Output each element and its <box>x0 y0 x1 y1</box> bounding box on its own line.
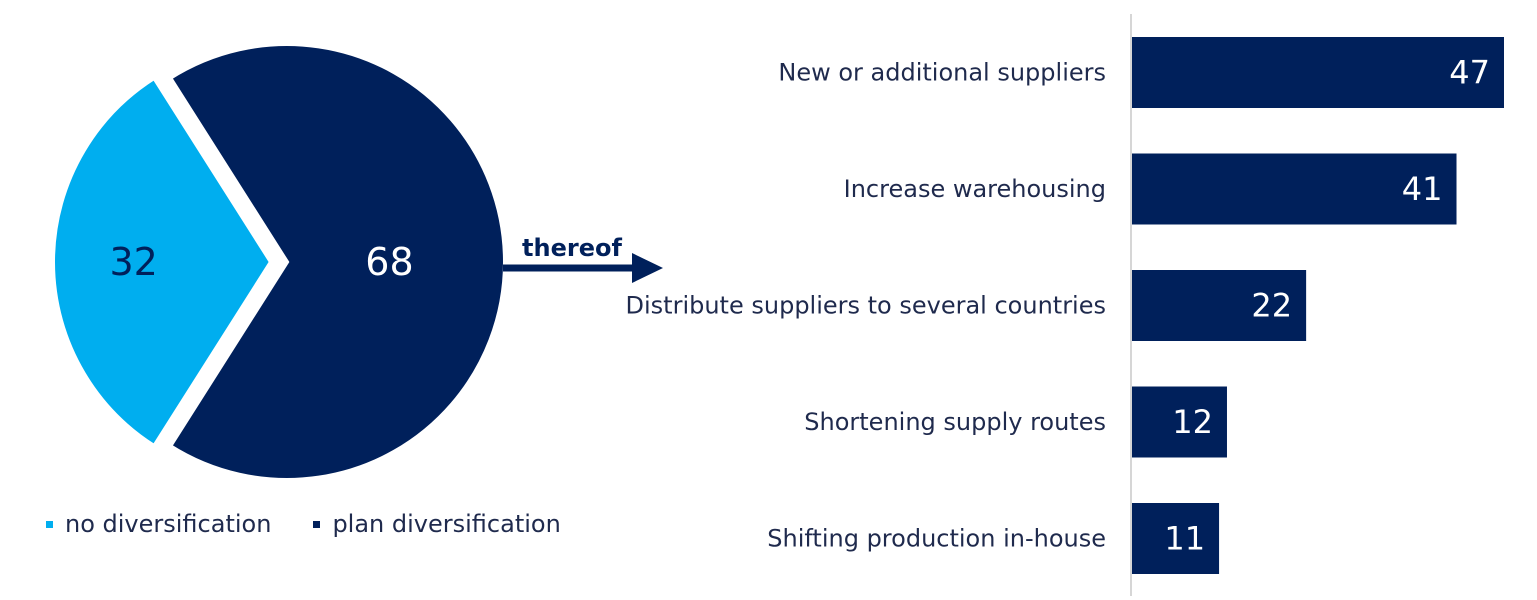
bar-5 <box>1132 503 1220 574</box>
thereof-arrow: thereof <box>503 234 663 283</box>
bar-1 <box>1132 37 1504 108</box>
bar-value-label: 22 <box>1251 287 1292 325</box>
bar-value-label: 11 <box>1164 520 1205 558</box>
pie-chart: 32 68 <box>51 42 507 482</box>
legend-item-plan-diversification: plan diversification <box>313 510 561 538</box>
bar-category-label: Shifting production in-house <box>767 525 1106 553</box>
bar-3 <box>1132 270 1307 341</box>
arrow-label: thereof <box>522 234 622 262</box>
bar-value-label: 41 <box>1402 170 1443 208</box>
bar-category-label: Increase warehousing <box>844 175 1106 203</box>
arrow-head-icon <box>632 253 663 283</box>
bar-category-label: Shortening supply routes <box>804 408 1106 436</box>
legend-label: plan diversification <box>332 510 561 538</box>
pie-legend: no diversification plan diversification <box>46 510 603 538</box>
legend-swatch-dark <box>313 520 321 528</box>
bar-value-label: 47 <box>1449 54 1490 92</box>
pie-slice-value-label: 32 <box>109 240 157 284</box>
pie-slice-value-label: 68 <box>365 240 413 284</box>
legend-label: no diversification <box>65 510 272 538</box>
legend-item-no-diversification: no diversification <box>46 510 271 538</box>
bar-value-label: 12 <box>1172 403 1213 441</box>
bar-chart: 47 New or additional suppliers 41 Increase … <box>626 14 1504 596</box>
bar-2 <box>1132 153 1457 225</box>
bar-category-label: Distribute suppliers to several countrie… <box>626 292 1106 320</box>
pie-slice-plan-diversification <box>167 42 507 482</box>
pie-slice-no-diversification <box>51 75 274 449</box>
bar-4 <box>1132 386 1227 458</box>
legend-swatch-light <box>46 520 53 528</box>
bar-category-label: New or additional suppliers <box>778 59 1106 87</box>
